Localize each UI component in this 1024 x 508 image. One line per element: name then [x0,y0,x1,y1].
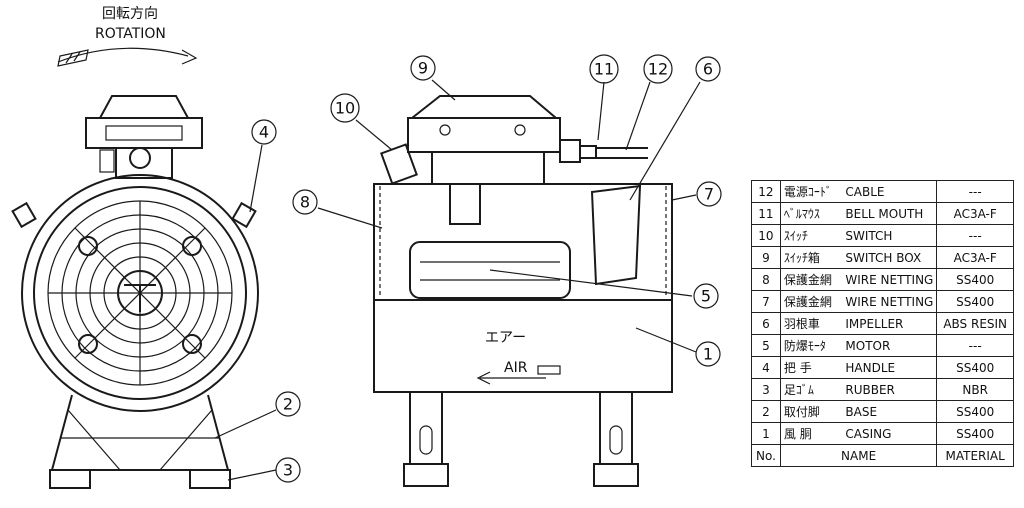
side-leg [409,391,443,465]
header-no: No. [751,444,781,467]
callout-5: 5 [693,283,719,309]
side-motor [409,241,571,299]
svg-text:1: 1 [703,345,713,364]
side-switch [380,143,418,185]
svg-text:7: 7 [704,185,714,204]
callout-3: 3 [275,457,301,483]
callout-8: 8 [292,189,318,215]
svg-text:11: 11 [594,60,614,79]
side-rubber-foot [593,463,639,487]
callout-6: 6 [695,56,721,82]
callout-9: 9 [410,55,436,81]
side-switch-box [407,117,561,153]
front-handle-right [231,201,257,229]
bolt [182,334,202,354]
front-hub [117,270,163,316]
callout-1: 1 [695,341,721,367]
side-switch-box-top [409,95,559,119]
callout-bubbles: 4 2 3 8 9 10 11 12 6 7 5 1 [251,54,722,483]
side-casing [373,183,673,393]
front-rubber-foot [189,469,231,489]
side-leg [599,391,633,465]
air-label-ja: エアー [485,330,526,346]
front-casing [21,174,259,412]
air-label-en: AIR [504,360,528,376]
callout-12: 12 [643,54,673,84]
side-rubber-foot [403,463,449,487]
callout-11: 11 [589,54,619,84]
svg-text:2: 2 [283,395,293,414]
callout-7: 7 [696,181,722,207]
rotation-arrow-icon [57,47,198,67]
header-material: MATERIAL [936,444,1014,467]
side-view: エアー AIR [317,79,701,487]
svg-text:8: 8 [300,193,310,212]
svg-text:10: 10 [335,99,355,118]
bolt [78,236,98,256]
svg-text:12: 12 [648,60,668,79]
bolt [78,334,98,354]
rotation-label-ja: 回転方向 [102,6,158,22]
side-wire-netting [379,186,667,298]
svg-text:4: 4 [259,123,269,142]
air-flow-arrow-icon [476,365,561,385]
callout-4: 4 [251,119,277,145]
svg-text:6: 6 [703,60,713,79]
table-header-row: No. NAME MATERIAL [751,444,1014,467]
header-name: NAME [779,444,938,467]
front-handle-left [11,201,37,229]
svg-text:5: 5 [701,287,711,306]
front-switch-box-top [99,95,189,119]
svg-text:3: 3 [283,461,293,480]
callout-2: 2 [275,391,301,417]
bolt [182,236,202,256]
front-base [50,394,230,471]
side-impeller [590,184,642,286]
side-bell-mouth [559,139,581,163]
side-cable [596,147,648,159]
front-switch-box [85,117,203,149]
svg-text:9: 9 [418,59,428,78]
rotation-label-en: ROTATION [95,26,166,42]
callout-10: 10 [330,93,360,123]
front-rubber-foot [49,469,91,489]
front-view: 回転方向 ROTATION [11,6,277,489]
